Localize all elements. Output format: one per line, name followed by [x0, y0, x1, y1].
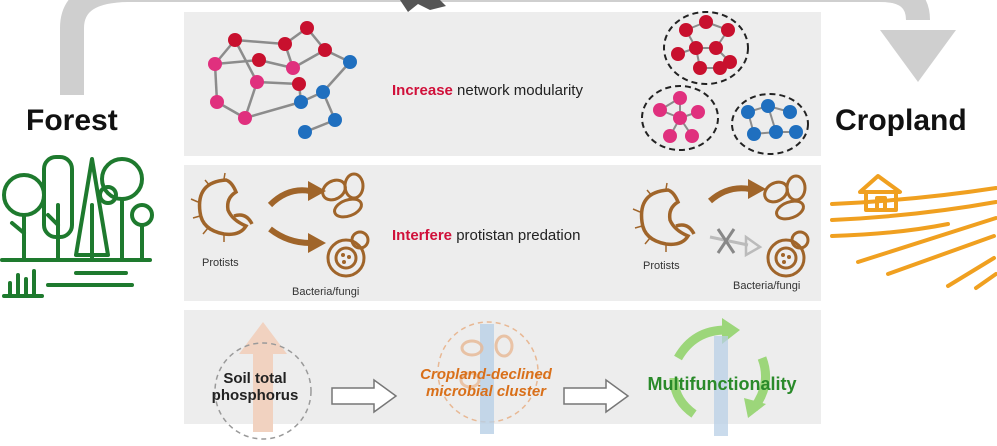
predation-caption: Interfere protistan predation — [392, 227, 580, 244]
bacteria-left-icon — [321, 172, 365, 219]
prey-left-label: Bacteria/fungi — [292, 286, 360, 298]
prey-right-label: Bacteria/fungi — [733, 280, 801, 292]
phosphorus-up-arrow — [239, 322, 287, 432]
protists-right-label: Protists — [643, 260, 680, 272]
modular-network-graph — [641, 11, 809, 155]
cropland-cluster-label: Cropland-declined microbial cluster — [420, 366, 552, 400]
microbial-cluster-icon — [437, 321, 539, 434]
arc-decoration-icon — [400, 0, 446, 12]
multifunctionality-label: Multifunctionality — [647, 374, 797, 394]
mixed-network-graph — [208, 21, 357, 139]
forest-label: Forest — [26, 104, 118, 137]
multifunctionality-cycle-icon — [669, 318, 771, 436]
chain-arrow-1 — [331, 378, 398, 414]
predation-highlight: Interfere — [392, 227, 453, 244]
predation-arrows-right — [708, 179, 766, 258]
fungi-left-icon — [326, 230, 370, 278]
fungi-right-icon — [766, 230, 810, 278]
protists-left-label: Protists — [202, 257, 239, 269]
top-arc-arrow — [60, 0, 956, 95]
network-highlight: Increase — [392, 82, 453, 99]
predation-arrows-left — [267, 181, 326, 253]
chain-arrow-2 — [563, 378, 630, 414]
network-rest: network modularity — [452, 82, 583, 99]
network-caption: Increase network modularity — [392, 82, 583, 99]
predation-rest: protistan predation — [452, 227, 581, 244]
protist-right-icon — [632, 182, 696, 252]
protist-left-icon — [190, 172, 254, 242]
soil-phosphorus-label: Soil total phosphorus — [211, 370, 299, 404]
predation-panel — [184, 165, 821, 301]
cropland-icon — [830, 174, 997, 290]
forest-icon — [0, 155, 154, 298]
cropland-label: Cropland — [835, 104, 967, 137]
bacteria-right-icon — [763, 174, 807, 221]
